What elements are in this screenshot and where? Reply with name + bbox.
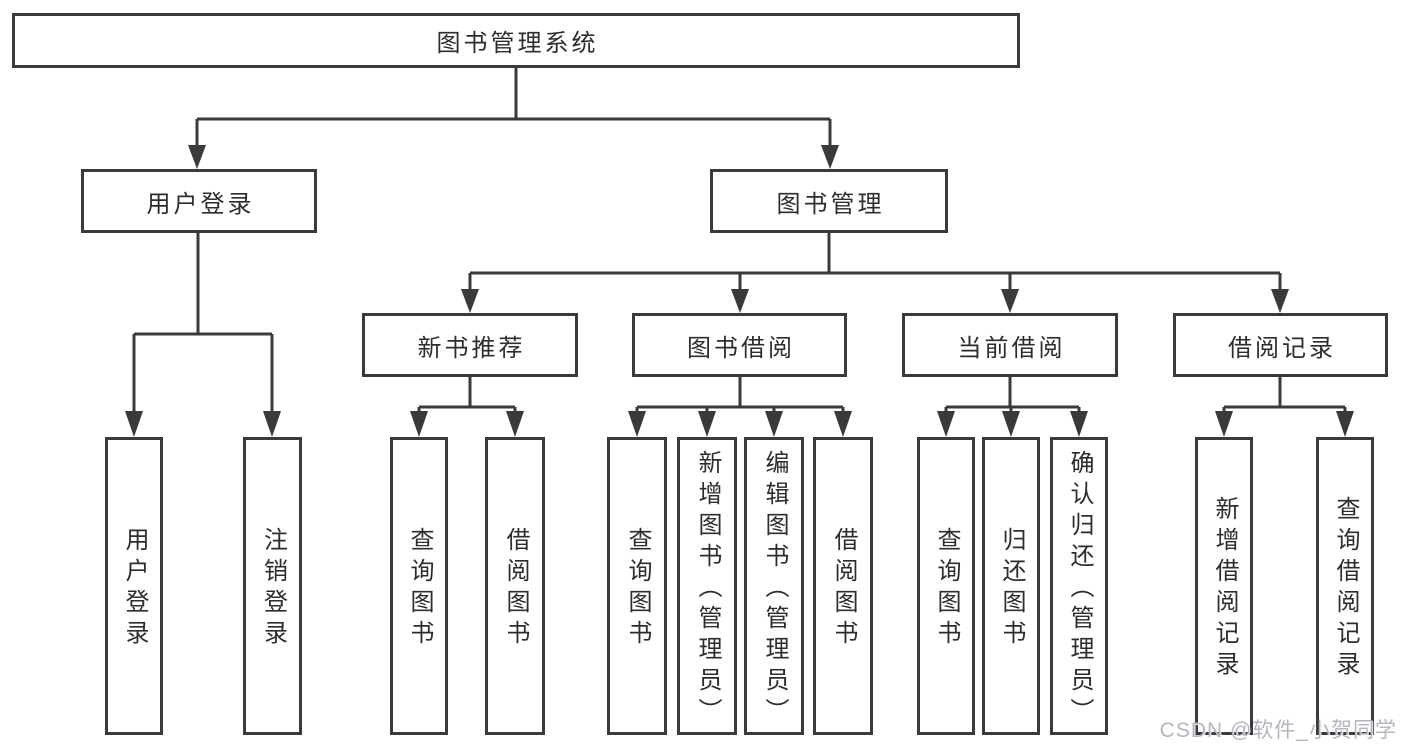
node-new-book-recommend: 新书推荐 bbox=[362, 313, 578, 377]
csdn-watermark: CSDN @软件_小贺同学 bbox=[1159, 719, 1397, 742]
node-book-borrowing: 图书借阅 bbox=[632, 313, 847, 377]
connector-book-borrowing-children bbox=[628, 377, 852, 437]
leaf-logout: 注销登录 bbox=[243, 437, 302, 735]
leaf-borrow-books: 借阅图书 bbox=[485, 437, 545, 735]
connector-current-borrowing-children bbox=[937, 377, 1088, 437]
leaf-user-login: 用户登录 bbox=[105, 437, 163, 735]
connector-user-login-children bbox=[125, 233, 281, 437]
leaf-query-books: 查询图书 bbox=[390, 437, 448, 735]
node-book-management: 图书管理 bbox=[710, 169, 948, 233]
connector-new-book-recommend-children bbox=[410, 377, 524, 437]
leaf-add-borrow-record: 新增借阅记录 bbox=[1195, 437, 1253, 735]
leaf-add-books-admin: 新增图书（管理员） bbox=[677, 437, 737, 735]
leaf-edit-books-admin: 编辑图书（管理员） bbox=[744, 437, 804, 735]
leaf-query-books: 查询图书 bbox=[917, 437, 975, 735]
node-user-login: 用户登录 bbox=[81, 169, 317, 233]
leaf-return-books: 归还图书 bbox=[982, 437, 1040, 735]
leaf-query-books: 查询图书 bbox=[607, 437, 667, 735]
node-borrowing-records: 借阅记录 bbox=[1173, 313, 1388, 377]
node-library-management-system: 图书管理系统 bbox=[12, 13, 1020, 68]
leaf-confirm-return-admin: 确认归还（管理员） bbox=[1050, 437, 1108, 735]
node-current-borrowing: 当前借阅 bbox=[902, 313, 1118, 377]
connector-book-management-children bbox=[461, 233, 1289, 313]
connector-root-to-level2 bbox=[188, 66, 839, 169]
leaf-borrow-books: 借阅图书 bbox=[813, 437, 873, 735]
leaf-query-borrow-record: 查询借阅记录 bbox=[1316, 437, 1374, 735]
connector-borrowing-records-children bbox=[1215, 377, 1354, 437]
